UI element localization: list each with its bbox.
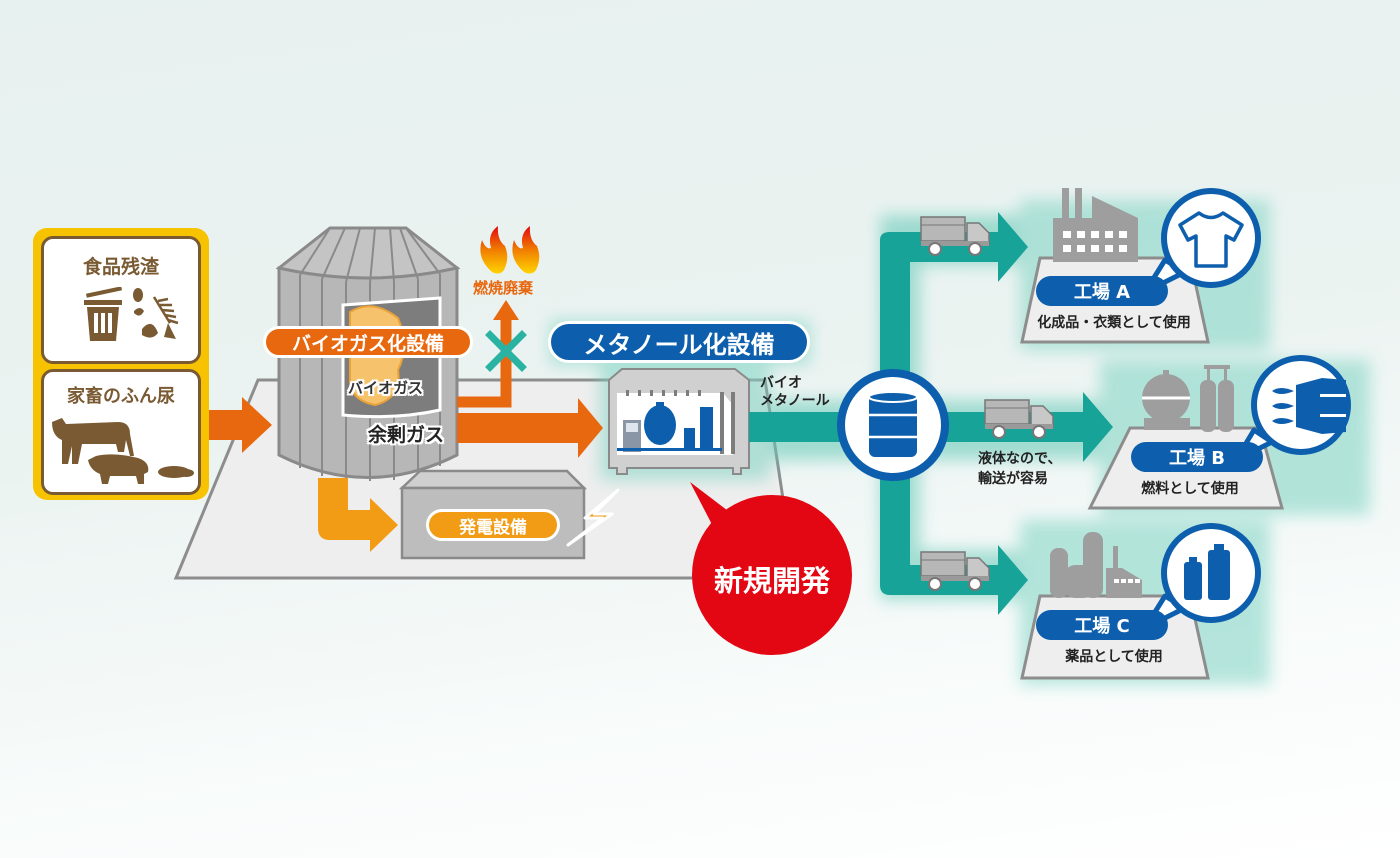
oil-barrel-icon bbox=[869, 392, 917, 457]
methanol-container bbox=[609, 369, 749, 474]
methanol-facility-label: メタノール化設備 bbox=[548, 321, 810, 363]
biogas-label: バイオガス bbox=[348, 377, 423, 398]
surplus-gas-label: 余剰ガス bbox=[368, 420, 444, 447]
factory-a-name: 工場 A bbox=[1036, 276, 1168, 306]
biogas-facility-label: バイオガス化設備 bbox=[263, 326, 473, 358]
bio-methanol-label-line1: バイオ bbox=[760, 372, 802, 392]
pig-icon bbox=[84, 450, 154, 486]
new-development-label: 新規開発 bbox=[692, 558, 852, 600]
flame-icon bbox=[480, 226, 539, 274]
bio-methanol-label-line2: メタノール bbox=[760, 390, 830, 410]
manure-icon bbox=[156, 462, 196, 480]
factory-c-name: 工場 C bbox=[1036, 610, 1168, 640]
input-panel: 食品残渣 家畜のふん尿 bbox=[33, 228, 209, 500]
factory-b-usage: 燃料として使用 bbox=[1100, 478, 1280, 498]
factory-a-usage: 化成品・衣類として使用 bbox=[1018, 312, 1210, 332]
trash-can-icon bbox=[80, 287, 130, 342]
factory-c-usage: 薬品として使用 bbox=[1018, 646, 1210, 666]
factory-building-icon bbox=[1053, 188, 1138, 262]
livestock-manure-card: 家畜のふん尿 bbox=[41, 369, 201, 495]
factory-b-name: 工場 B bbox=[1131, 442, 1263, 472]
combustion-label: 燃焼廃棄 bbox=[473, 277, 533, 298]
food-waste-card: 食品残渣 bbox=[41, 236, 201, 364]
methanol-pipe bbox=[749, 412, 844, 442]
transport-note-line1: 液体なので、 bbox=[978, 448, 1061, 468]
food-scraps-icon bbox=[128, 283, 180, 343]
food-waste-label: 食品残渣 bbox=[44, 252, 198, 279]
livestock-manure-label: 家畜のふん尿 bbox=[44, 382, 198, 408]
transport-note-line2: 輸送が容易 bbox=[978, 468, 1048, 488]
barrel-circle bbox=[841, 373, 945, 477]
power-facility-label: 発電設備 bbox=[426, 509, 560, 541]
